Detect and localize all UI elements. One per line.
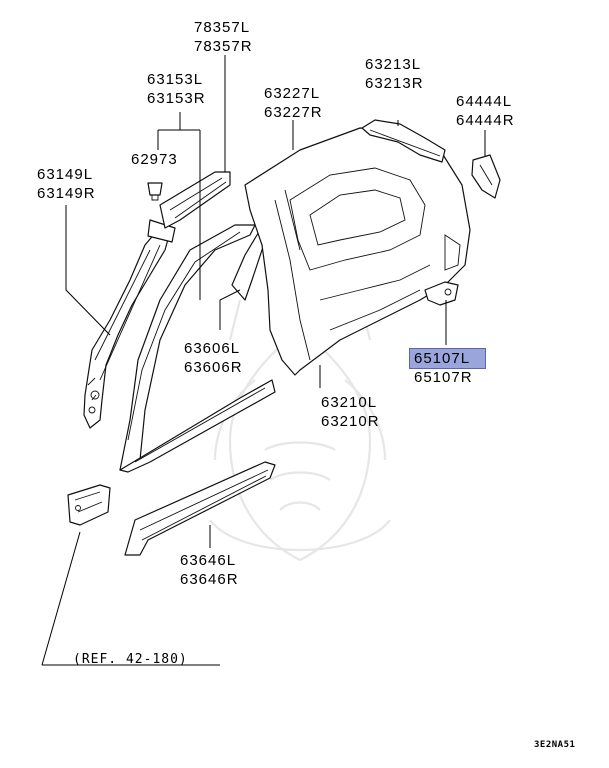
label-63213: 63213L 63213R bbox=[365, 55, 424, 93]
label-78357-l: 78357L bbox=[194, 19, 251, 36]
part-63646-sill bbox=[124, 461, 276, 556]
reference-label: (REF. 42-180) bbox=[73, 652, 188, 667]
label-63646-r: 63646R bbox=[180, 571, 239, 588]
highlight-65107 bbox=[409, 348, 486, 369]
label-63213-l: 63213L bbox=[365, 56, 422, 73]
part-78357-reinforcement bbox=[159, 171, 231, 229]
label-63227-r: 63227R bbox=[264, 104, 323, 121]
label-63646-l: 63646L bbox=[180, 552, 237, 569]
part-front-pillar-outer bbox=[119, 224, 276, 473]
diagram-code: 3E2NA51 bbox=[534, 740, 576, 750]
label-63210-l: 63210L bbox=[321, 394, 378, 411]
label-63227-l: 63227L bbox=[264, 85, 321, 102]
label-63606-r: 63606R bbox=[184, 359, 243, 376]
label-65107[interactable]: 65107L 65107R bbox=[414, 349, 473, 387]
label-63213-r: 63213R bbox=[365, 75, 424, 92]
label-78357: 78357L 78357R bbox=[194, 18, 253, 56]
label-64444-l: 64444L bbox=[456, 93, 513, 110]
label-63646: 63646L 63646R bbox=[180, 551, 239, 589]
label-63210: 63210L 63210R bbox=[321, 393, 380, 431]
label-62973: 62973 bbox=[131, 150, 178, 169]
label-63606: 63606L 63606R bbox=[184, 339, 243, 377]
leader-lines bbox=[41, 55, 486, 666]
label-63149-r: 63149R bbox=[37, 185, 96, 202]
part-64444-bracket bbox=[471, 154, 501, 199]
label-63153-l: 63153L bbox=[147, 71, 204, 88]
label-64444-r: 64444R bbox=[456, 112, 515, 129]
part-63213-roof-rail bbox=[361, 119, 446, 163]
label-63149: 63149L 63149R bbox=[37, 165, 96, 203]
label-65107-r: 65107R bbox=[414, 369, 473, 386]
part-65107-extension bbox=[424, 281, 459, 306]
label-64444: 64444L 64444R bbox=[456, 92, 515, 130]
label-62973-text: 62973 bbox=[131, 151, 178, 168]
label-63227: 63227L 63227R bbox=[264, 84, 323, 122]
label-63606-l: 63606L bbox=[184, 340, 241, 357]
part-62973-clip bbox=[147, 182, 163, 201]
label-65107-l[interactable]: 65107L bbox=[414, 350, 471, 367]
label-63149-l: 63149L bbox=[37, 166, 94, 183]
label-63153-r: 63153R bbox=[147, 90, 206, 107]
part-63210-body-side bbox=[244, 127, 471, 376]
label-63210-r: 63210R bbox=[321, 413, 380, 430]
part-ref-42-180-bracket bbox=[67, 484, 111, 526]
label-63153: 63153L 63153R bbox=[147, 70, 206, 108]
label-78357-r: 78357R bbox=[194, 38, 253, 55]
part-63149-inner-pillar bbox=[83, 219, 176, 429]
